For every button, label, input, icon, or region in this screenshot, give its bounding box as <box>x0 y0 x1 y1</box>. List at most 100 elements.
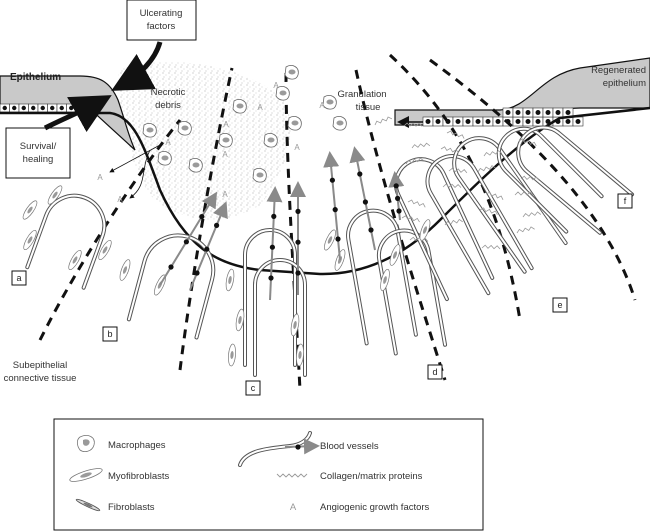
endothelial-dot <box>332 207 338 213</box>
collagen-fiber <box>407 199 426 208</box>
endothelial-dot <box>295 270 301 276</box>
vessel-lumen <box>347 209 417 345</box>
cell-nucleus <box>545 110 551 115</box>
vessel-lumen <box>244 229 296 366</box>
blood-vessel-icon <box>238 431 320 467</box>
cell-nucleus <box>495 119 501 124</box>
stage-label-c: c <box>251 383 256 393</box>
cell-nucleus <box>21 105 26 111</box>
stage-label-f: f <box>624 196 627 206</box>
macrophage-nucleus <box>326 99 334 105</box>
gf-arrow-1 <box>109 144 161 173</box>
macrophage-nucleus <box>161 155 169 161</box>
legend: Macrophages Myofibroblasts Fibroblasts B… <box>53 418 484 531</box>
myofibroblast-nucleus <box>383 276 387 284</box>
endothelial-dot <box>295 239 301 245</box>
collagen-fiber <box>518 138 537 147</box>
cell-nucleus <box>455 119 461 124</box>
legend-label-angiogenic: Angiogenic growth factors <box>320 502 430 513</box>
macrophage-nucleus <box>192 162 200 168</box>
necrotic-debris-region <box>118 62 291 220</box>
macrophage-nucleus <box>256 172 264 178</box>
endothelial-dot <box>269 244 275 250</box>
subepithelial-label-2: connective tissue <box>4 373 77 384</box>
cell-nucleus <box>475 119 481 124</box>
myofibroblast-nucleus <box>298 351 302 359</box>
stage-label-d: d <box>432 367 437 377</box>
epithelium-label: Epithelium <box>10 72 61 83</box>
growth-factor: A <box>222 150 228 159</box>
collagen-icon <box>276 473 308 478</box>
stage-box-c <box>245 380 261 396</box>
growth-factor: A <box>165 138 171 147</box>
collagen-fiber <box>520 175 540 181</box>
myofibroblast-nucleus <box>293 321 297 329</box>
cell-nucleus <box>525 119 531 124</box>
macrophage-nucleus <box>336 120 344 126</box>
ulcerating-factors-line1: Ulcerating <box>140 8 183 19</box>
cell-nucleus <box>575 119 581 124</box>
collagen-fiber <box>514 191 534 196</box>
collagen-fiber <box>405 157 424 165</box>
growth-factor: A <box>97 173 103 182</box>
growth-factor: A <box>222 190 228 199</box>
growth-factor: A <box>294 143 300 152</box>
legend-label-collagen: Collagen/matrix proteins <box>320 471 423 482</box>
vessel-lumen <box>254 259 306 376</box>
collagen-fiber <box>442 183 462 188</box>
cell-nucleus <box>485 119 491 124</box>
cell-nucleus <box>535 110 541 115</box>
collagen-fiber <box>483 150 503 157</box>
stage-label-b: b <box>107 329 112 339</box>
endothelial-dot <box>268 275 274 281</box>
collagen-fiber <box>444 218 463 226</box>
macrophage-nucleus <box>288 69 296 75</box>
fibroblast-icon <box>75 498 101 512</box>
myofibroblast-nucleus <box>230 351 234 359</box>
collagen-fiber <box>448 167 468 174</box>
endothelial-dot <box>168 264 174 270</box>
macrophage-nucleus <box>279 90 287 96</box>
legend-label-blood-vessels: Blood vessels <box>320 441 379 452</box>
myofibroblast-nucleus <box>422 226 428 234</box>
myofibroblast-nucleus <box>228 276 232 284</box>
endothelial-dot <box>329 177 335 183</box>
granulation-label-1: Granulation <box>337 89 386 100</box>
cell-nucleus <box>515 119 521 124</box>
macrophage-nucleus <box>267 137 275 143</box>
vessel-loop <box>25 193 107 290</box>
endothelial-dot <box>214 222 220 228</box>
myofibroblast-nucleus <box>392 251 398 259</box>
dashed-boundary <box>388 53 522 321</box>
collagen-fiber <box>485 191 504 201</box>
growth-factor: A <box>319 101 325 110</box>
macrophage-nucleus <box>222 137 230 143</box>
endothelial-dot <box>368 227 374 233</box>
myofibroblast-nucleus <box>72 256 78 264</box>
endothelial-dot <box>357 171 363 177</box>
survival-line1: Survival/ <box>20 141 57 152</box>
macrophage-icon <box>76 435 95 452</box>
survival-line2: healing <box>23 154 54 165</box>
vessel-lumen <box>377 229 447 355</box>
cell-nucleus <box>525 110 531 115</box>
vessel-lumen <box>127 234 215 339</box>
stage-label-a: a <box>16 273 21 283</box>
cell-nucleus <box>565 110 571 115</box>
collagen-fiber <box>440 146 459 154</box>
stage-box-b <box>102 326 118 342</box>
cell-nucleus <box>555 110 561 115</box>
cell-nucleus <box>425 119 431 124</box>
dashed-boundary <box>38 119 182 341</box>
cell-nucleus <box>40 105 45 111</box>
cell-nucleus <box>515 110 521 115</box>
granulation-label-2: tissue <box>356 102 381 113</box>
growth-factor: A <box>223 120 229 129</box>
collagen-fiber <box>522 211 542 218</box>
necrotic-label-1: Necrotic <box>151 87 186 98</box>
macrophage-nucleus <box>291 120 299 126</box>
stage-box-e <box>552 297 568 313</box>
stage-box-d <box>427 364 443 380</box>
growth-factor: A <box>257 103 263 112</box>
